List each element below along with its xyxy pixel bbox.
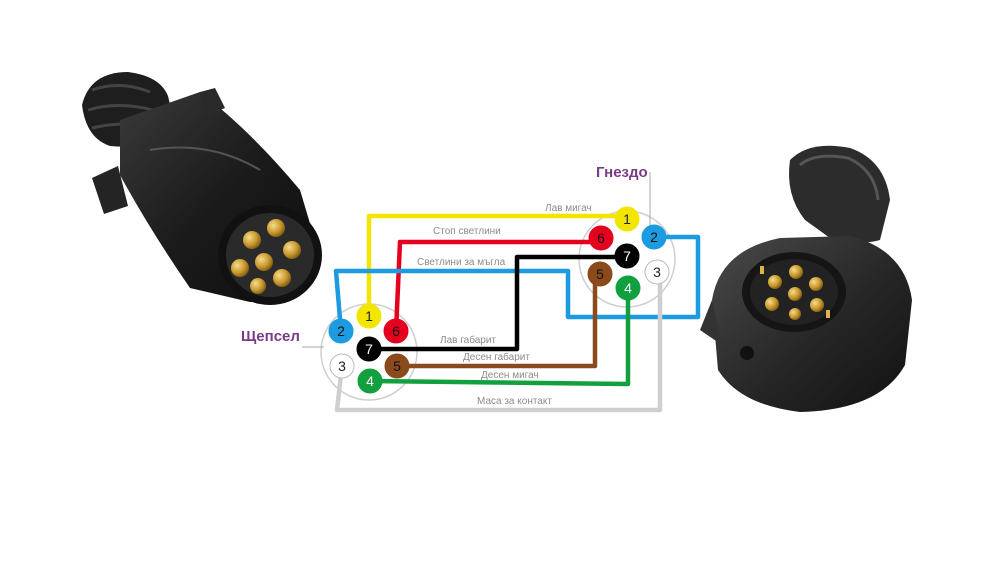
socket-pin-3 [644,259,670,285]
plug-pin-3 [329,353,355,379]
plug-pin-5-number: 5 [393,358,401,374]
socket-image [700,145,912,412]
wire-label-pin-2: Светлини за мъгла [417,257,506,268]
socket-pin-2 [641,224,667,250]
plug-pin-4 [357,368,383,394]
plug-pin-7-number: 7 [365,341,373,357]
wire-pin-7 [366,254,630,352]
socket-pins-layer: 1 2 3 4 5 6 7 [587,206,670,301]
plug-pin-7 [356,336,382,362]
socket-pin-5-number: 5 [596,266,604,282]
wire-label-pin-7: Лав габарит [440,334,496,346]
socket-pin-1-number: 1 [623,211,631,227]
plug-pins-layer: 1 2 3 4 5 6 7 [328,303,410,394]
socket-pin-7 [614,243,640,269]
plug-title: Щепсел [241,328,300,345]
wire-pin-6 [393,239,604,334]
plug-pin-4-number: 4 [366,373,374,389]
plug-pin-1-number: 1 [365,308,373,324]
plug-pin-3-number: 3 [338,358,346,374]
wire-label-pin-4: Десен мигач [481,370,539,381]
wire-pin-2 [333,234,701,334]
plug-pin-2-number: 2 [337,323,345,339]
wire-label-pin-3: Маса за контакт [477,396,552,407]
plug-pin-5 [384,353,410,379]
plug-pin-6 [383,318,409,344]
plug-pin-1 [356,303,382,329]
wire-label-pin-6: Стоп светлини [433,226,501,237]
socket-pin-2-number: 2 [650,229,658,245]
wire-label-pin-5: Десен габарит [463,351,530,363]
socket-pin-1 [614,206,640,232]
socket-pin-4-number: 4 [624,280,632,296]
socket-pin-6-number: 6 [597,230,605,246]
socket-pin-6 [588,225,614,251]
wire-pin-5 [394,271,598,369]
socket-title: Гнездо [596,164,648,181]
wire-pin-4 [367,285,631,387]
plug-pin-6-number: 6 [392,323,400,339]
wire-pin-3 [334,269,663,413]
socket-pin-7-number: 7 [623,248,631,264]
plug-pin-2 [328,318,354,344]
plug-image [82,72,322,305]
socket-pin-3-number: 3 [653,264,661,280]
socket-pin-4 [615,275,641,301]
socket-pin-5 [587,261,613,287]
wire-label-pin-1: Лав мигач [545,203,592,214]
